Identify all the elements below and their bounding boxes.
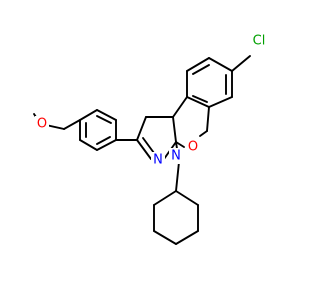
- chlorine-atom: Cl: [248, 33, 270, 49]
- bond: [153, 190, 177, 206]
- bond: [208, 96, 233, 108]
- atom-labels: Cl O N N O: [35, 33, 270, 168]
- bond: [175, 161, 180, 192]
- bridge-nitrogen-atom: N: [169, 148, 183, 164]
- bond: [172, 116, 177, 143]
- ring-oxygen-label: O: [188, 140, 198, 155]
- chlorine-label: Cl: [253, 34, 266, 49]
- bond: [208, 57, 233, 72]
- bond: [192, 64, 210, 75]
- bond: [96, 136, 111, 145]
- bond: [96, 139, 117, 151]
- bond-lines: [33, 55, 251, 245]
- ring-oxygen-atom: O: [186, 139, 200, 155]
- bond: [63, 119, 81, 130]
- bond: [96, 115, 112, 124]
- bond: [79, 139, 98, 151]
- bond: [206, 106, 210, 132]
- bond: [175, 230, 199, 245]
- bond: [175, 141, 185, 148]
- pyrazoline-nitrogen-atom: N: [151, 152, 165, 168]
- methoxy-oxygen-atom: O: [35, 116, 49, 132]
- bond: [96, 109, 117, 121]
- bond: [79, 109, 98, 121]
- bond: [136, 116, 147, 141]
- bond: [153, 230, 177, 245]
- bridge-nitrogen-label: N: [171, 149, 181, 164]
- bond: [136, 139, 152, 160]
- bond: [192, 95, 208, 103]
- molecule-structure-diagram: Cl O N N O: [33, 33, 270, 245]
- bond: [142, 137, 155, 154]
- bond: [231, 55, 251, 72]
- bond: [172, 96, 188, 118]
- bond: [175, 190, 199, 206]
- bond: [186, 57, 210, 72]
- pyrazoline-nitrogen-label: N: [153, 153, 163, 168]
- bond: [199, 130, 208, 137]
- methoxy-oxygen-label: O: [37, 117, 47, 132]
- bond: [186, 96, 210, 108]
